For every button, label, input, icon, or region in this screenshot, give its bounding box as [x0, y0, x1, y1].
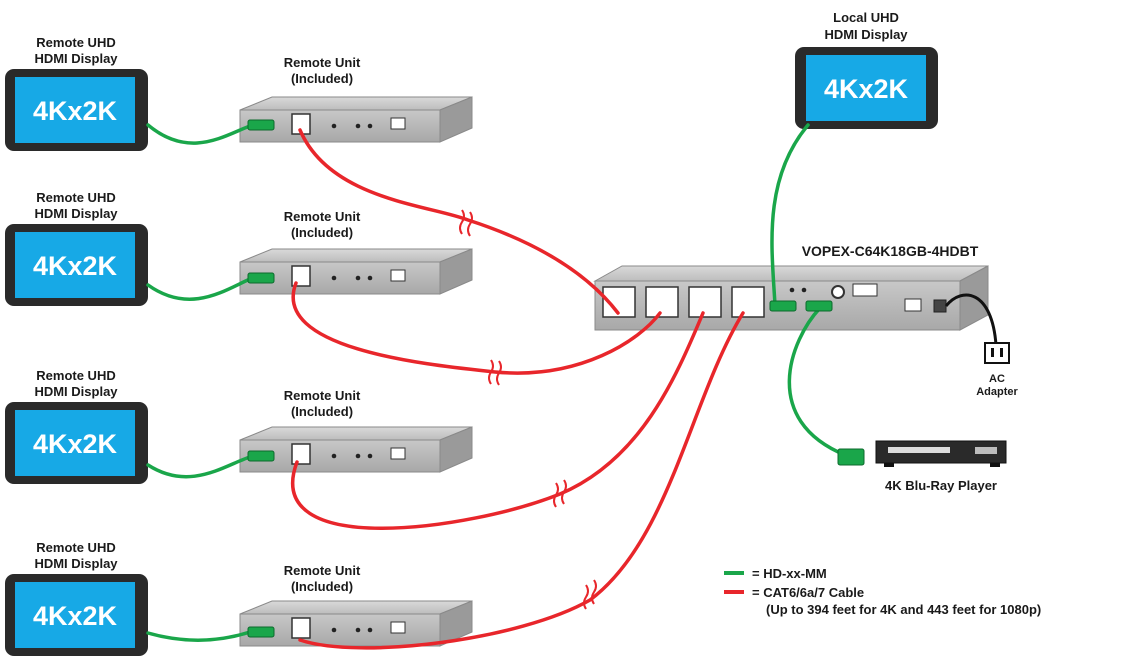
display-screen: [806, 55, 926, 121]
remote-display-3-label-line2: HDMI Display: [34, 384, 118, 399]
display-screen: [15, 77, 135, 143]
cat-cable-break-marks: [459, 209, 597, 610]
terminal-block: [904, 298, 922, 312]
legend: = HD-xx-MM = CAT6/6a/7 Cable (Up to 394 …: [724, 566, 1041, 617]
remote-display-3: Remote UHD HDMI Display 4Kx2K: [5, 368, 148, 484]
rj45-port: [291, 443, 311, 465]
legend-cat-note: (Up to 394 feet for 4K and 443 feet for …: [766, 602, 1041, 617]
ac-adapter-label-line2: Adapter: [976, 386, 1018, 398]
cat-cables: [291, 128, 745, 650]
bluray-player: 4K Blu-Ray Player: [875, 440, 1007, 493]
ac-adapter-plug: [984, 342, 1010, 364]
local-display-label-line2: HDMI Display: [824, 27, 908, 42]
display-screen: [15, 232, 135, 298]
bluray-label: 4K Blu-Ray Player: [885, 478, 997, 493]
terminal-block: [852, 283, 878, 297]
remote-unit-3: Remote Unit (Included): [239, 388, 473, 473]
display-screen-text: 4Kx2K: [33, 601, 118, 631]
remote-unit-4: Remote Unit (Included): [239, 563, 473, 647]
rj45-port-2: [645, 286, 679, 318]
terminal-block: [390, 269, 406, 282]
remote-display-4-label-line1: Remote UHD: [36, 540, 115, 555]
remote-unit-2: Remote Unit (Included): [239, 209, 473, 295]
terminal-block: [390, 117, 406, 130]
remote-display-4: Remote UHD HDMI Display 4Kx2K: [5, 540, 148, 656]
main-unit: VOPEX-C64K18GB-4HDBT: [593, 243, 989, 331]
remote-display-2-label-line2: HDMI Display: [34, 206, 118, 221]
rj45-port: [291, 265, 311, 287]
terminal-block: [390, 621, 406, 634]
remote-unit-3-label-line2: (Included): [291, 404, 353, 419]
remote-display-4-label-line2: HDMI Display: [34, 556, 118, 571]
remote-unit-4-label-line2: (Included): [291, 579, 353, 594]
hdmi-connectors: [247, 119, 865, 638]
remote-unit-1-label-line1: Remote Unit: [284, 55, 361, 70]
ac-adapter-label-line1: AC: [989, 373, 1005, 385]
display-screen: [15, 410, 135, 476]
hdmi-cables: [146, 123, 847, 642]
remote-unit-3-label-line1: Remote Unit: [284, 388, 361, 403]
local-display: Local UHD HDMI Display 4Kx2K: [795, 10, 938, 129]
remote-display-3-label-line1: Remote UHD: [36, 368, 115, 383]
rj45-port-4: [731, 286, 765, 318]
remote-display-1: Remote UHD HDMI Display 4Kx2K: [5, 35, 148, 151]
remote-unit-1-label-line2: (Included): [291, 71, 353, 86]
remote-display-1-label-line2: HDMI Display: [34, 51, 118, 66]
local-display-label-line1: Local UHD: [833, 10, 899, 25]
ir-port: [831, 285, 845, 299]
remote-display-1-label-line1: Remote UHD: [36, 35, 115, 50]
legend-hdmi-text: = HD-xx-MM: [752, 566, 827, 581]
remote-unit-4-label-line1: Remote Unit: [284, 563, 361, 578]
main-unit-model-label: VOPEX-C64K18GB-4HDBT: [802, 243, 979, 259]
remote-unit-2-label-line2: (Included): [291, 225, 353, 240]
display-screen: [15, 582, 135, 648]
display-screen-text: 4Kx2K: [33, 96, 118, 126]
remote-unit-1: Remote Unit (Included): [239, 55, 473, 143]
display-screen-text: 4Kx2K: [824, 74, 909, 104]
legend-cat-text: = CAT6/6a/7 Cable: [752, 585, 864, 600]
rj45-port: [291, 617, 311, 639]
terminal-block: [390, 447, 406, 460]
power-jack: [933, 299, 947, 313]
display-screen-text: 4Kx2K: [33, 429, 118, 459]
display-screen-text: 4Kx2K: [33, 251, 118, 281]
rj45-port-3: [688, 286, 722, 318]
remote-unit-2-label-line1: Remote Unit: [284, 209, 361, 224]
remote-display-2: Remote UHD HDMI Display 4Kx2K: [5, 190, 148, 306]
ac-adapter: AC Adapter: [944, 293, 1018, 398]
remote-display-2-label-line1: Remote UHD: [36, 190, 115, 205]
